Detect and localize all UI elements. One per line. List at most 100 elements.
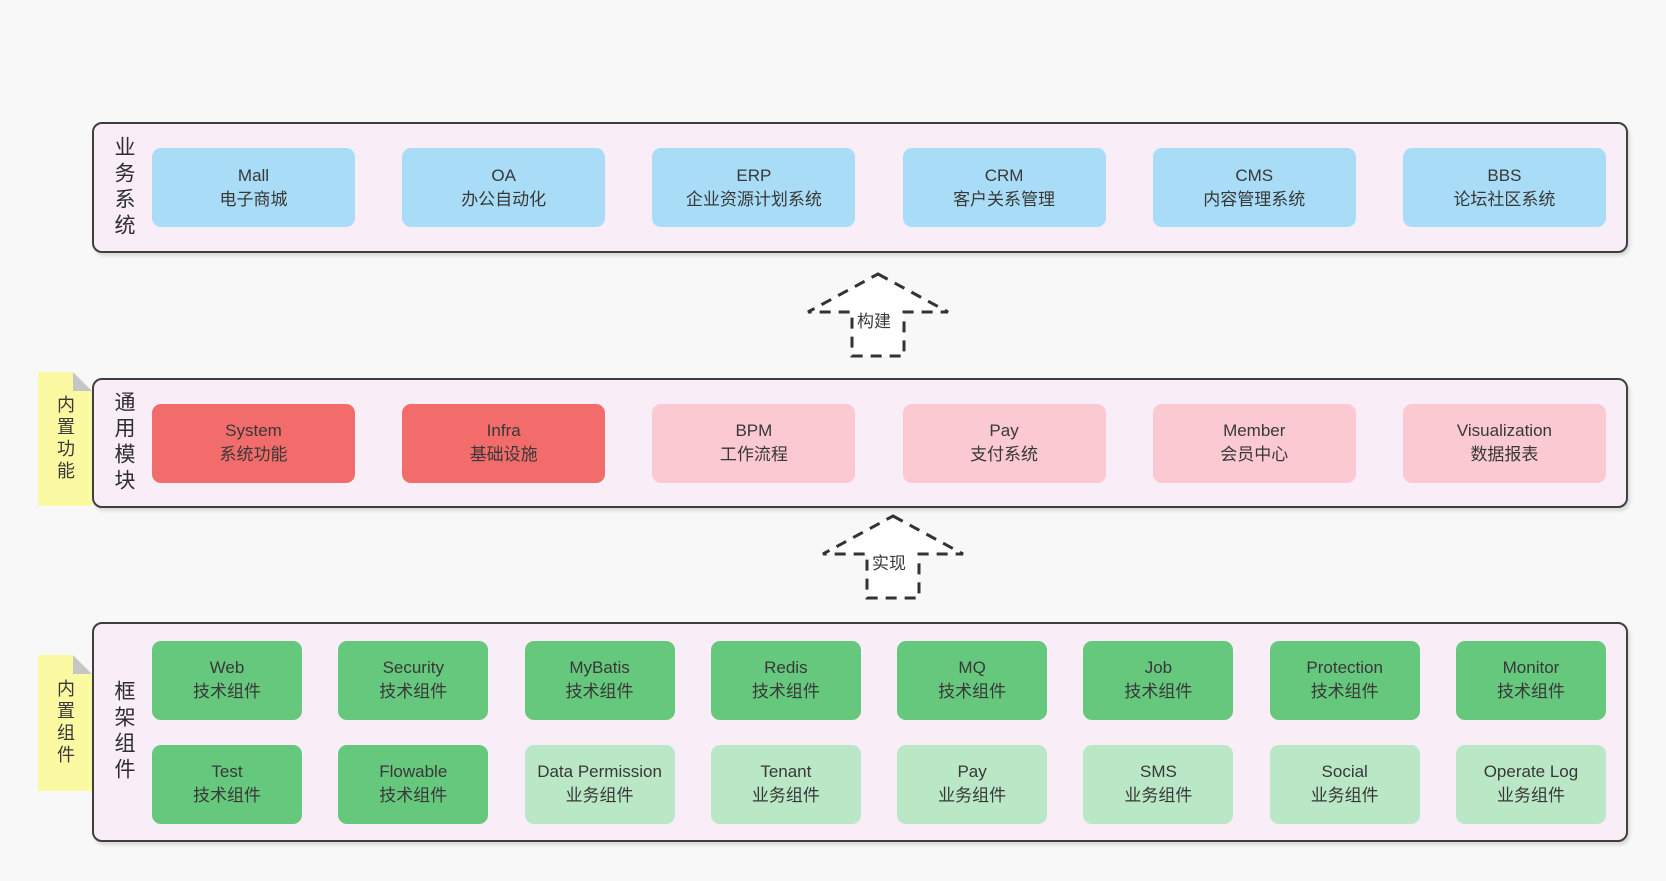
- common-modules-panel: 通用模块 System 系统功能 Infra 基础设施 BPM 工作流程 Pay…: [92, 378, 1628, 508]
- common-modules-rows: System 系统功能 Infra 基础设施 BPM 工作流程 Pay 支付系统…: [152, 380, 1626, 506]
- box-name: Social: [1321, 762, 1368, 781]
- box-desc: 基础设施: [469, 445, 538, 464]
- box-desc: 客户关系管理: [953, 189, 1056, 209]
- box-name: Member: [1223, 421, 1286, 440]
- box-name: Web: [209, 658, 245, 677]
- box-name: Data Permission: [537, 762, 662, 781]
- box-desc: 技术组件: [565, 682, 634, 701]
- box-desc: 技术组件: [1496, 682, 1565, 701]
- box-name: Test: [211, 762, 243, 781]
- box-name: Operate Log: [1483, 762, 1579, 781]
- box-name: OA: [491, 165, 516, 185]
- box-desc: 系统功能: [219, 445, 288, 464]
- box-name: ERP: [736, 165, 772, 185]
- box-mq: MQ 技术组件: [897, 640, 1048, 720]
- box-name: CRM: [984, 165, 1024, 185]
- box-crm: CRM 客户关系管理: [902, 148, 1106, 227]
- box-name: Protection: [1306, 658, 1383, 677]
- box-name: Infra: [486, 421, 521, 440]
- box-monitor: Monitor 技术组件: [1455, 640, 1606, 720]
- box-desc: 内容管理系统: [1203, 189, 1306, 209]
- box-desc: 电子商城: [219, 189, 288, 209]
- box-desc: 办公自动化: [461, 189, 547, 209]
- box-social: Social 业务组件: [1269, 744, 1420, 824]
- box-desc: 技术组件: [938, 682, 1007, 701]
- framework-components-row-1: Web 技术组件 Security 技术组件 MyBatis 技术组件 Redi…: [152, 640, 1606, 720]
- box-mybatis: MyBatis 技术组件: [524, 640, 675, 720]
- box-name: System: [225, 421, 282, 440]
- box-name: CMS: [1235, 165, 1274, 185]
- box-desc: 企业资源计划系统: [685, 189, 822, 209]
- box-name: BPM: [735, 421, 773, 440]
- business-systems-rows: Mall 电子商城 OA 办公自动化 ERP 企业资源计划系统 CRM 客户关系…: [152, 124, 1626, 251]
- framework-components-panel: 框架组件 Web 技术组件 Security 技术组件 MyBatis 技术组件…: [92, 622, 1628, 842]
- builtin-components-note-text: 内置组件: [55, 679, 75, 767]
- box-name: MQ: [958, 658, 986, 677]
- box-erp: ERP 企业资源计划系统: [652, 148, 856, 227]
- box-desc: 业务组件: [1124, 786, 1193, 805]
- box-name: SMS: [1139, 762, 1177, 781]
- box-desc: 技术组件: [379, 682, 448, 701]
- box-name: Security: [382, 658, 444, 677]
- box-tenant: Tenant 业务组件: [710, 744, 861, 824]
- box-web: Web 技术组件: [152, 640, 302, 720]
- box-system: System 系统功能: [152, 403, 355, 483]
- box-cms: CMS 内容管理系统: [1152, 148, 1356, 227]
- box-operate-log: Operate Log 业务组件: [1455, 744, 1606, 824]
- note-fold-corner-icon: [73, 372, 92, 391]
- common-modules-label: 通用模块: [112, 391, 135, 495]
- implement-arrow-label: 实现: [869, 553, 909, 575]
- box-member: Member 会员中心: [1152, 403, 1356, 483]
- common-modules-row: System 系统功能 Infra 基础设施 BPM 工作流程 Pay 支付系统…: [152, 403, 1606, 483]
- business-systems-panel: 业务系统 Mall 电子商城 OA 办公自动化 ERP 企业资源计划系统 CRM…: [92, 122, 1628, 253]
- box-name: Redis: [764, 658, 808, 677]
- framework-components-label: 框架组件: [112, 680, 135, 784]
- box-pay-module: Pay 支付系统: [902, 403, 1106, 483]
- box-desc: 业务组件: [1310, 786, 1379, 805]
- box-desc: 技术组件: [193, 786, 261, 805]
- box-desc: 技术组件: [1310, 682, 1379, 701]
- box-infra: Infra 基础设施: [402, 403, 606, 483]
- box-desc: 支付系统: [970, 445, 1039, 464]
- box-visualization: Visualization 数据报表: [1402, 403, 1606, 483]
- business-systems-row: Mall 电子商城 OA 办公自动化 ERP 企业资源计划系统 CRM 客户关系…: [152, 148, 1606, 227]
- box-desc: 业务组件: [1496, 786, 1565, 805]
- note-fold-corner-icon: [73, 655, 92, 674]
- box-desc: 业务组件: [751, 786, 820, 805]
- box-redis: Redis 技术组件: [710, 640, 861, 720]
- box-name: BBS: [1487, 165, 1522, 185]
- box-desc: 业务组件: [565, 786, 634, 805]
- box-test: Test 技术组件: [152, 744, 302, 824]
- box-desc: 技术组件: [751, 682, 820, 701]
- box-desc: 业务组件: [938, 786, 1007, 805]
- box-name: Pay: [957, 762, 987, 781]
- box-desc: 论坛社区系统: [1453, 189, 1556, 209]
- framework-components-rows: Web 技术组件 Security 技术组件 MyBatis 技术组件 Redi…: [152, 624, 1626, 840]
- box-bbs: BBS 论坛社区系统: [1402, 148, 1606, 227]
- builtin-features-note-text: 内置功能: [55, 395, 75, 483]
- box-name: MyBatis: [569, 658, 630, 677]
- box-name: Tenant: [760, 762, 812, 781]
- box-desc: 技术组件: [1124, 682, 1193, 701]
- box-security: Security 技术组件: [338, 640, 489, 720]
- box-desc: 工作流程: [719, 445, 788, 464]
- business-systems-label: 业务系统: [112, 135, 135, 240]
- box-name: Visualization: [1456, 421, 1552, 440]
- box-desc: 技术组件: [379, 786, 448, 805]
- box-name: Monitor: [1502, 658, 1560, 677]
- box-name: Job: [1144, 658, 1173, 677]
- builtin-components-note: 内置组件: [38, 655, 92, 791]
- box-oa: OA 办公自动化: [402, 148, 606, 227]
- box-sms: SMS 业务组件: [1083, 744, 1234, 824]
- box-protection: Protection 技术组件: [1269, 640, 1420, 720]
- box-pay-component: Pay 业务组件: [897, 744, 1048, 824]
- box-mall: Mall 电子商城: [152, 148, 355, 227]
- box-bpm: BPM 工作流程: [652, 403, 856, 483]
- box-name: Pay: [989, 421, 1019, 440]
- box-job: Job 技术组件: [1083, 640, 1234, 720]
- box-name: Flowable: [379, 762, 448, 781]
- framework-components-row-2: Test 技术组件 Flowable 技术组件 Data Permission …: [152, 744, 1606, 824]
- box-desc: 会员中心: [1220, 445, 1289, 464]
- box-name: Mall: [237, 165, 270, 185]
- box-flowable: Flowable 技术组件: [338, 744, 489, 824]
